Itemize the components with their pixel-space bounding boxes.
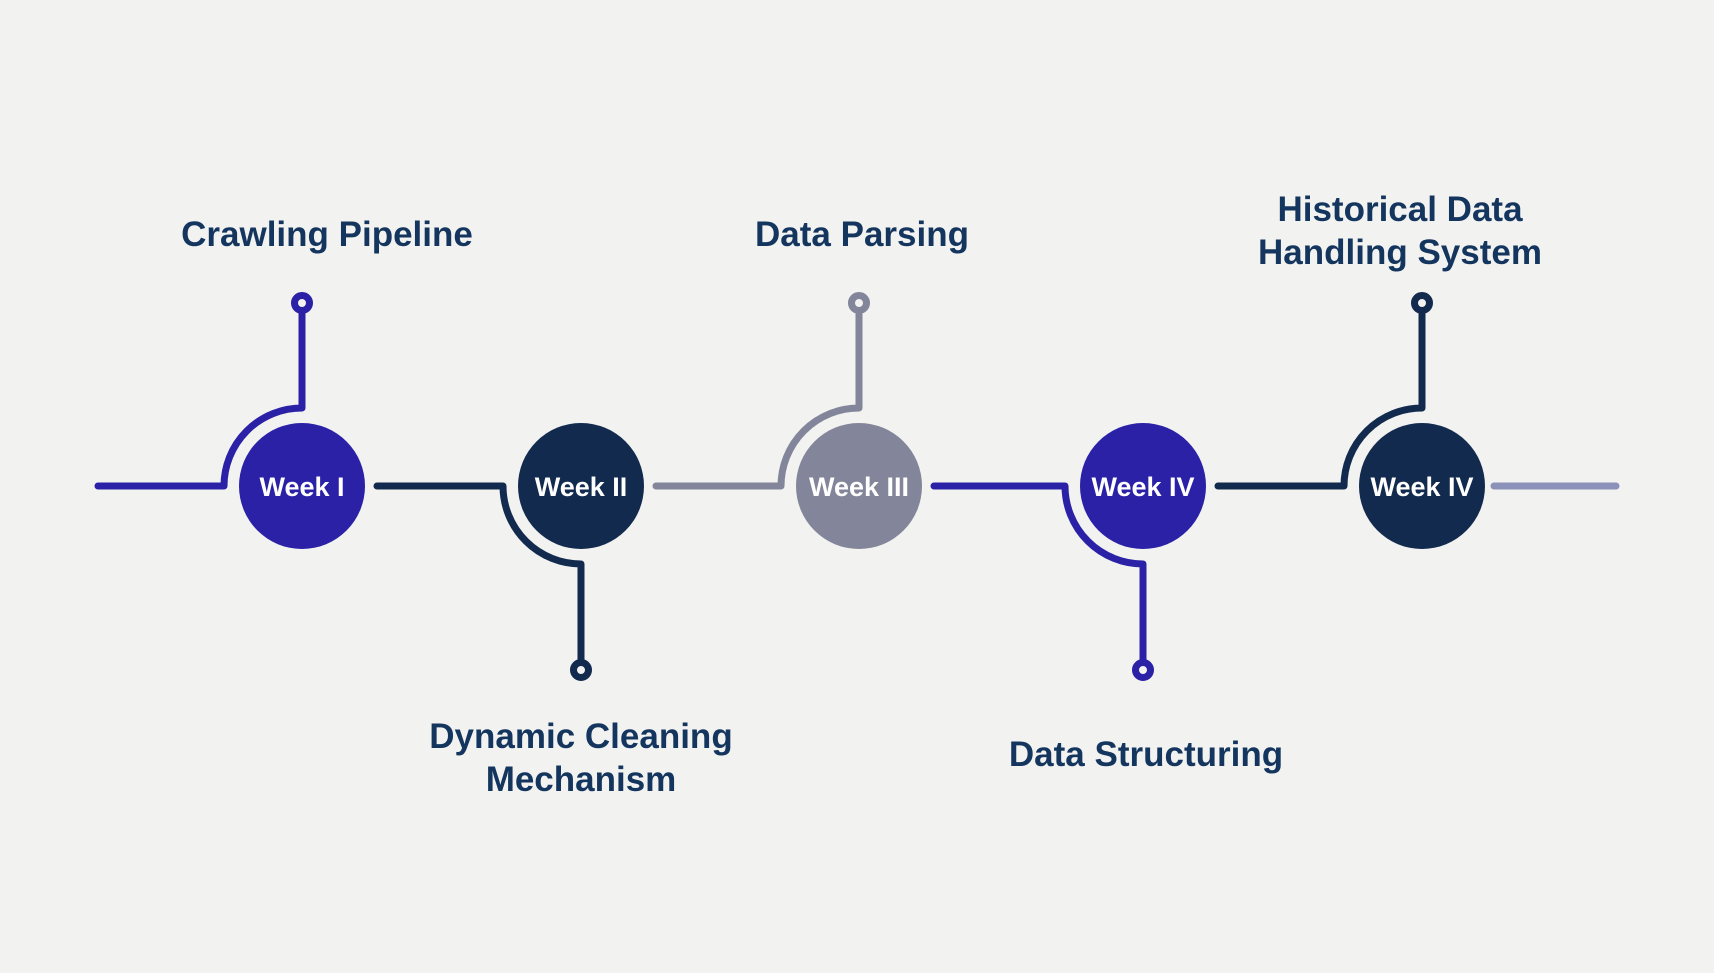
week-3-node-circle xyxy=(796,423,922,549)
milestone-title-data-parsing: Data Parsing xyxy=(755,215,969,254)
timeline-node-week-1: Week I Crawling Pipeline xyxy=(94,215,473,549)
milestone-title-data-structuring: Data Structuring xyxy=(1009,735,1283,774)
week-3-terminal-ring-icon xyxy=(848,292,870,314)
week-5-terminal-ring-icon xyxy=(1411,292,1433,314)
week-4-node-circle xyxy=(1080,423,1206,549)
milestone-title-crawling-pipeline: Crawling Pipeline xyxy=(181,215,473,254)
week-1-node-label: Week I xyxy=(259,472,344,502)
milestone-title-dynamic-cleaning-line-2: Mechanism xyxy=(486,760,677,799)
week-5-connector-line xyxy=(1214,310,1426,490)
week-4-connector-line xyxy=(930,482,1147,663)
timeline-node-week-3: Week III Data Parsing xyxy=(652,215,969,549)
week-4-node-label: Week IV xyxy=(1091,472,1194,502)
week-2-node-circle xyxy=(518,423,644,549)
timeline-node-week-4: Week IV Data Structuring xyxy=(930,423,1283,774)
week-5-node-label: Week IV xyxy=(1370,472,1473,502)
week-1-node-circle xyxy=(239,423,365,549)
milestone-title-historical-data-line-1: Historical Data xyxy=(1277,190,1523,229)
week-1-terminal-ring-icon xyxy=(291,292,313,314)
week-4-terminal-ring-icon xyxy=(1132,659,1154,681)
week-1-connector-line xyxy=(94,310,306,490)
timeline-node-week-2: Week II Dynamic Cleaning Mechanism xyxy=(373,423,733,799)
milestone-title-dynamic-cleaning-line-1: Dynamic Cleaning xyxy=(429,717,732,756)
milestone-title-historical-data-line-2: Handling System xyxy=(1258,233,1542,272)
week-3-node-label: Week III xyxy=(809,472,909,502)
week-5-node-circle xyxy=(1359,423,1485,549)
week-2-connector-line xyxy=(373,482,585,663)
week-3-connector-line xyxy=(652,310,863,490)
week-2-node-label: Week II xyxy=(535,472,628,502)
timeline-node-week-5: Week IV Historical Data Handling System xyxy=(1214,190,1542,549)
week-2-terminal-ring-icon xyxy=(570,659,592,681)
